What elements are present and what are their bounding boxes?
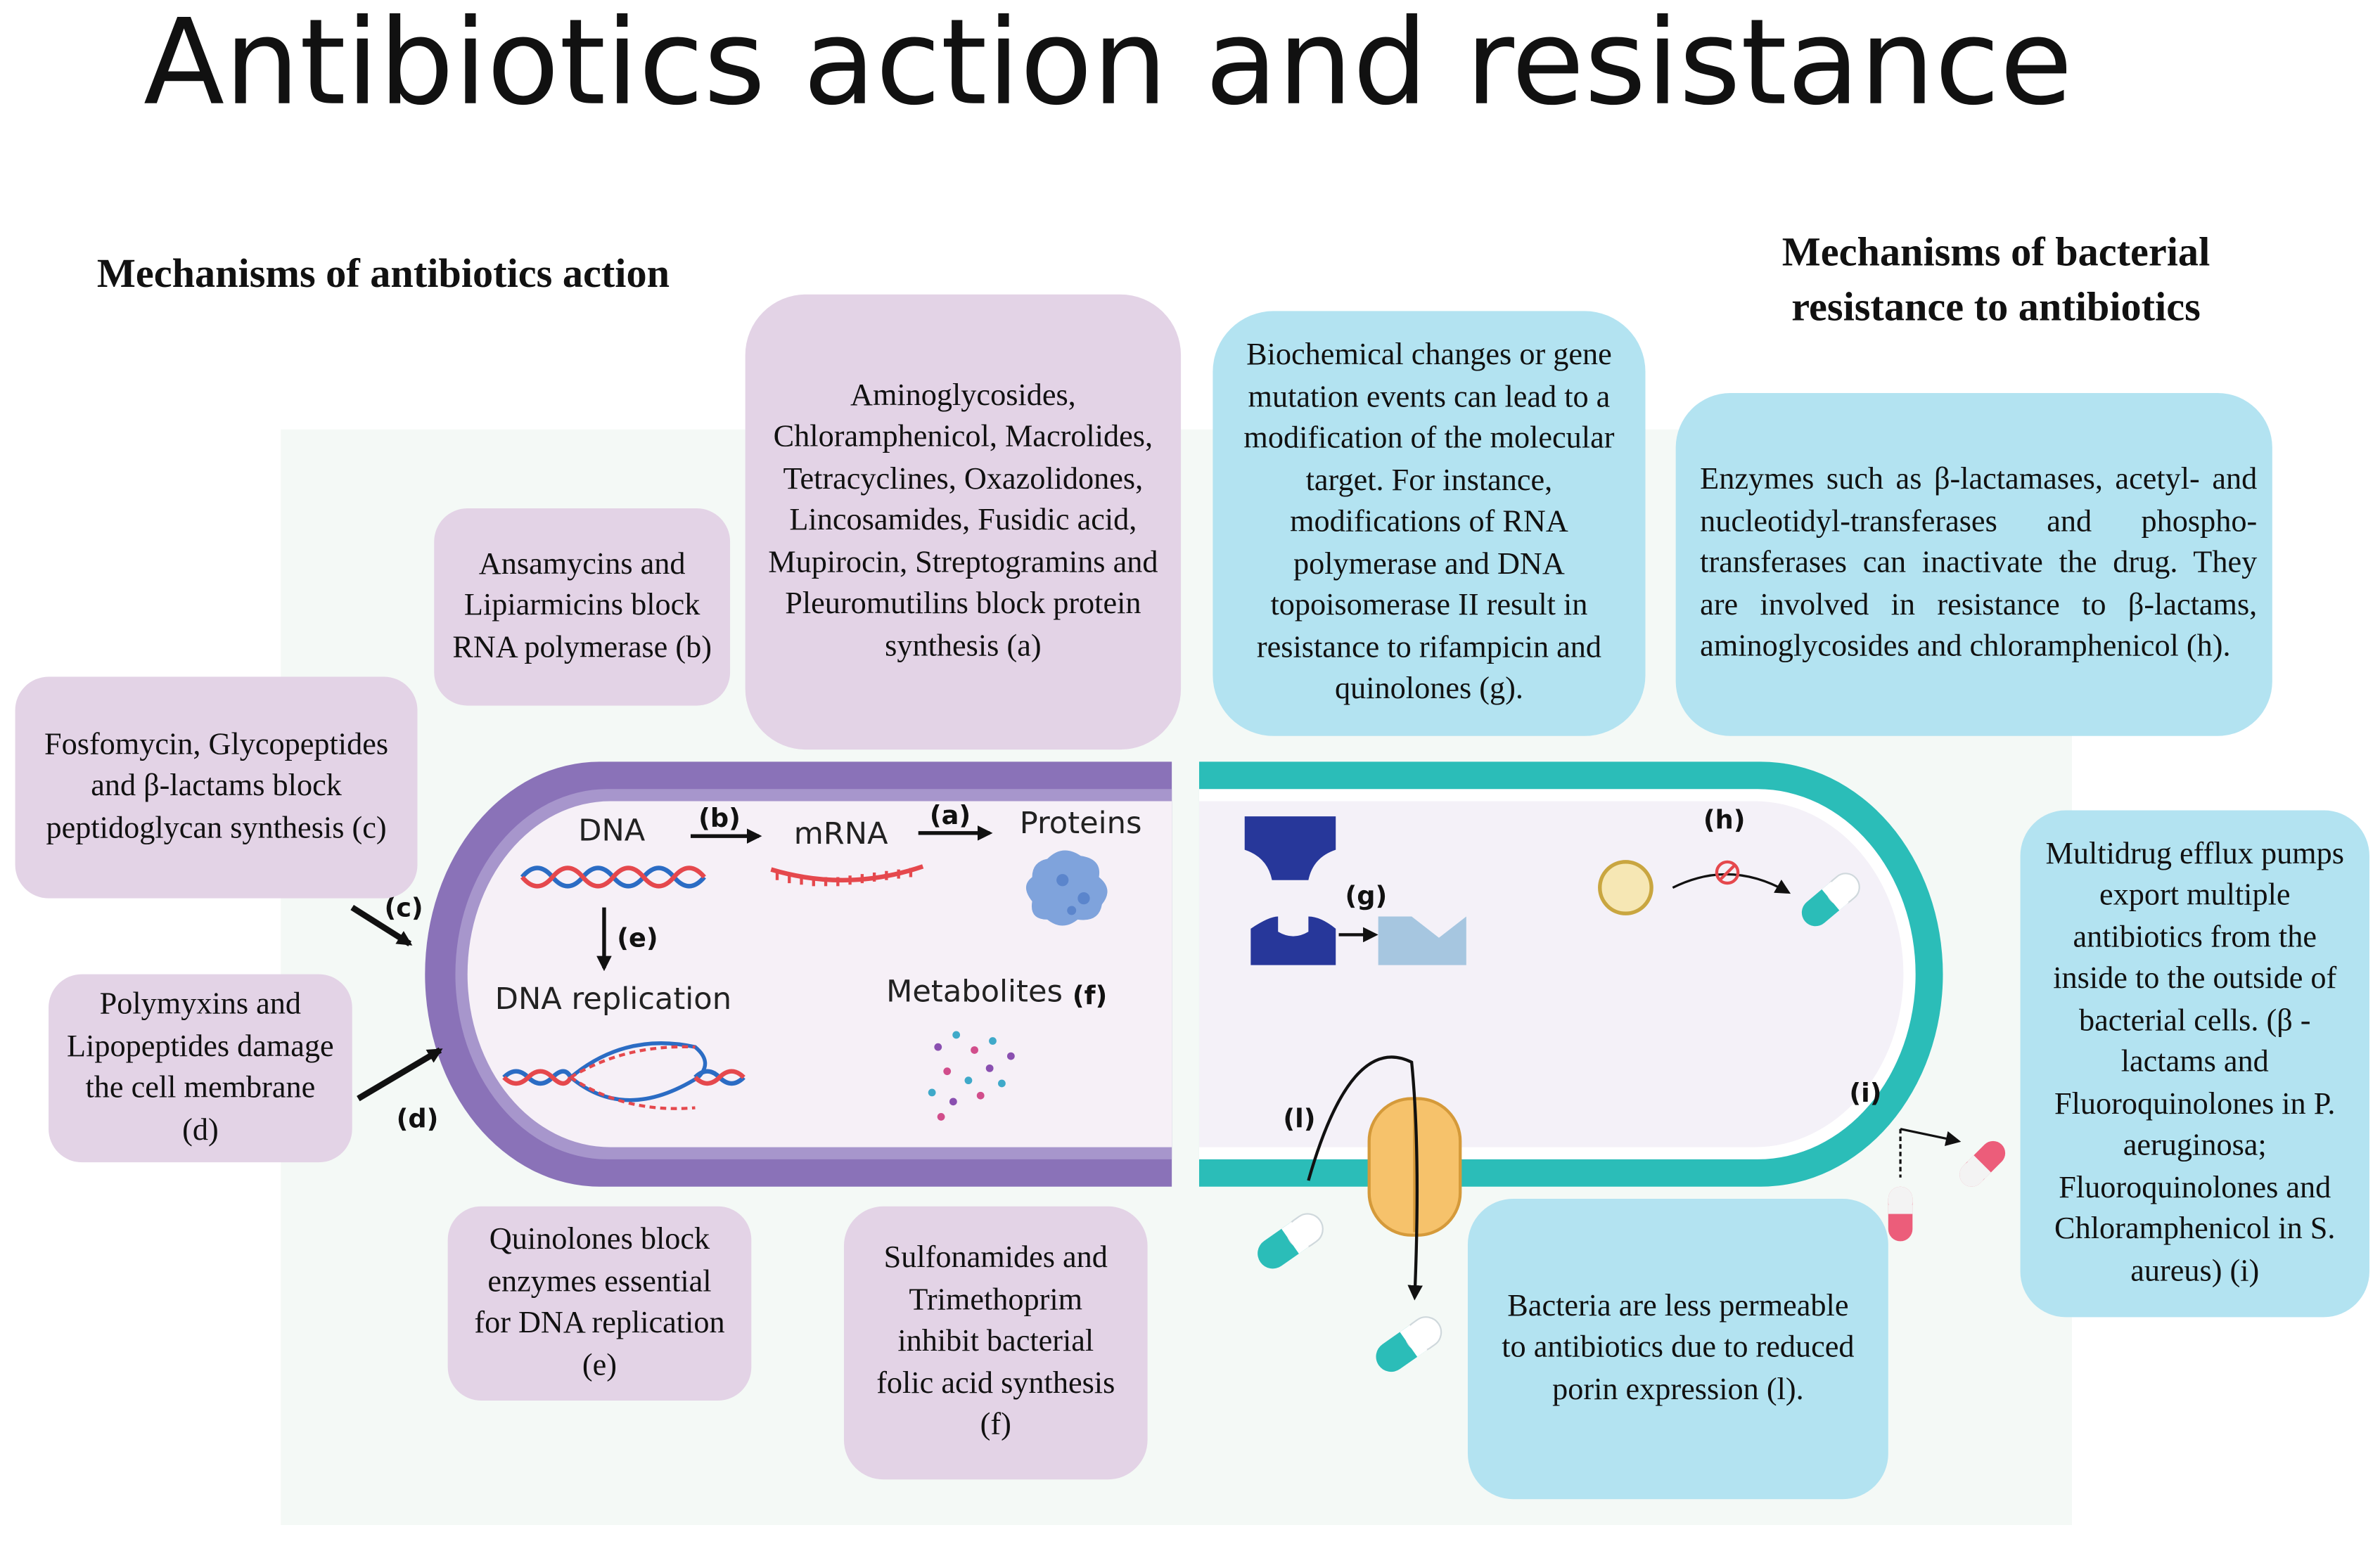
- heading-action-mechanisms: Mechanisms of antibiotics action: [96, 250, 670, 296]
- tag-a: (a): [930, 800, 971, 830]
- box-folic-acid-f: Sulfonamides and Trimethoprim inhibit ba…: [843, 1206, 1148, 1480]
- box-protein-synthesis-a: Aminoglycosides, Chloramphenicol, Macrol…: [745, 294, 1182, 750]
- main-title: Antibiotics action and resistance: [143, 0, 2073, 132]
- enzyme-inactivation: [1598, 860, 1860, 927]
- tag-g: (g): [1345, 880, 1387, 911]
- label-dna-replication: DNA replication: [495, 982, 731, 1017]
- heading-resistance-mechanisms: Mechanisms of bacterial resistance to an…: [1781, 229, 2211, 330]
- label-metabolites: Metabolites: [886, 974, 1063, 1009]
- box-peptidoglycan-c: Fosfomycin, Glycopeptides and β-lactams …: [15, 676, 418, 899]
- tag-f: (f): [1073, 981, 1107, 1011]
- dna-replication-bubble: [502, 1041, 746, 1110]
- box-rna-polymerase-b: Ansamycins and Lipiarmicins block RNA po…: [434, 508, 731, 706]
- tag-i: (i): [1849, 1078, 1881, 1108]
- mrna-strand: [770, 864, 924, 887]
- capsule-passed-porin: [1376, 1316, 1442, 1372]
- porin-channel: [1307, 1055, 1462, 1301]
- box-drug-inactivation-h: Enzymes such as β-lactamases, acetyl- an…: [1675, 392, 2272, 736]
- tag-d: (d): [397, 1104, 439, 1134]
- box-dna-replication-e: Quinolones block enzymes essential for D…: [447, 1206, 752, 1401]
- capsule-outside-left: [1258, 1213, 1324, 1269]
- tag-h: (h): [1703, 804, 1746, 835]
- tag-l: (l): [1283, 1104, 1315, 1134]
- tag-b: (b): [698, 803, 741, 833]
- label-dna: DNA: [578, 813, 646, 849]
- dna-helix: [520, 866, 706, 889]
- target-modification-shapes: [1244, 816, 1466, 965]
- box-cell-membrane-d: Polymyxins and Lipopeptides damage the c…: [49, 974, 352, 1163]
- arrow-c-into-wall: [350, 904, 413, 947]
- arrow-d-into-membrane: [357, 1047, 443, 1102]
- box-reduced-permeability-l: Bacteria are less permeable to antibioti…: [1467, 1198, 1888, 1500]
- box-target-modification-g: Biochemical changes or gene mutation eve…: [1213, 311, 1646, 736]
- efflux-pump: [1888, 1128, 2006, 1242]
- metabolites-dots: [928, 1031, 1015, 1121]
- label-mrna: mRNA: [794, 816, 888, 851]
- tag-c: (c): [384, 893, 423, 923]
- tag-e: (e): [617, 923, 658, 953]
- box-efflux-pumps-i: Multidrug efflux pumps export multiple a…: [2020, 810, 2369, 1318]
- label-proteins: Proteins: [1020, 806, 1142, 841]
- protein-blob: [1025, 850, 1108, 926]
